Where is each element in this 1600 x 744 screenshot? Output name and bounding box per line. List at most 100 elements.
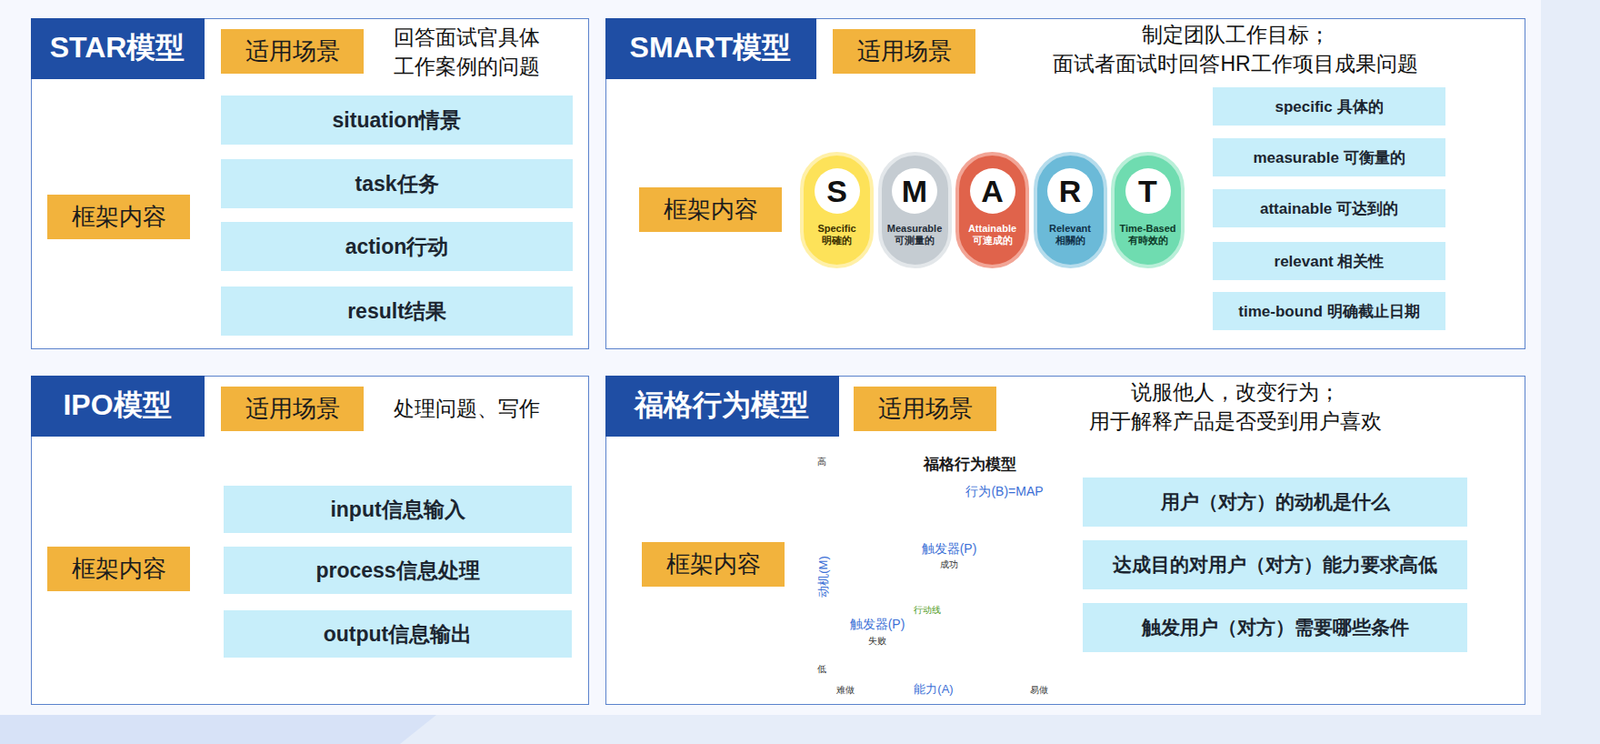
- tag-label: 适用场景: [245, 35, 340, 68]
- tag-box: 适用场景: [220, 386, 364, 431]
- item-text: result结果: [347, 297, 447, 326]
- tag-label: 适用场景: [857, 35, 952, 68]
- content-box: input信息输入: [223, 485, 572, 533]
- chart-label: 高: [817, 456, 827, 467]
- item-text: attainable 可达到的: [1260, 198, 1399, 220]
- item-text: process信息处理: [315, 556, 480, 585]
- tag-box: 框架内容: [641, 541, 785, 587]
- tag-box: 适用场景: [220, 29, 364, 74]
- content-box: situation情景: [220, 95, 573, 145]
- pill-letter: R: [1059, 173, 1082, 210]
- item-text: 触发用户（对方）需要哪些条件: [1141, 614, 1410, 640]
- pill-caption: Relevant: [1049, 222, 1091, 235]
- letter-pill: R Relevant相關的: [1033, 151, 1108, 269]
- content-box: time-bound 明确截止日期: [1212, 291, 1446, 330]
- tag-label: 框架内容: [666, 548, 761, 580]
- background-sheet: [0, 0, 1541, 715]
- item-text: relevant 相关性: [1274, 250, 1385, 272]
- tag-box: 框架内容: [47, 194, 190, 240]
- tag-label: 框架内容: [71, 200, 167, 233]
- item-text: 用户（对方）的动机是什么: [1160, 489, 1390, 515]
- model-panel: STAR模型 回答面试官具体工作案例的问题 适用场景框架内容 situation情景 t…: [30, 18, 590, 350]
- tag-box: 框架内容: [639, 187, 782, 232]
- item-text: output信息输出: [323, 620, 473, 649]
- panel-title: STAR模型: [30, 18, 205, 80]
- letter-pill: A Attainable可達成的: [955, 151, 1030, 269]
- content-box: 触发用户（对方）需要哪些条件: [1082, 602, 1468, 652]
- item-text: action行动: [345, 232, 450, 261]
- letter-pill: M Measurable可測量的: [878, 151, 952, 269]
- pill-caption: Specific: [817, 222, 856, 235]
- chart-label: 失败: [868, 635, 887, 646]
- chart-label: 触发器(P): [921, 541, 978, 556]
- tag-label: 适用场景: [245, 392, 340, 425]
- content-box: result结果: [220, 286, 573, 336]
- letter-circle: A: [970, 168, 1016, 214]
- letter-circle: T: [1125, 168, 1171, 214]
- letter-circle: S: [814, 168, 860, 214]
- scene-text: 说服他人，改变行为；: [1017, 378, 1454, 406]
- tag-label: 框架内容: [71, 552, 167, 585]
- pill-caption: 可達成的: [972, 234, 1013, 247]
- pill-caption: 明確的: [821, 234, 852, 247]
- content-box: specific 具体的: [1212, 87, 1446, 126]
- item-text: measurable 可衡量的: [1252, 147, 1405, 169]
- content-box: attainable 可达到的: [1212, 189, 1446, 228]
- chart-label: 难做: [836, 684, 855, 695]
- content-box: 达成目的对用户（对方）能力要求高低: [1082, 540, 1468, 590]
- content-box: output信息输出: [223, 610, 572, 658]
- panel-title: SMART模型: [605, 18, 817, 80]
- content-box: task任务: [220, 159, 573, 209]
- pill-caption: 可測量的: [894, 234, 935, 247]
- model-panel: IPO模型 处理问题、写作 适用场景框架内容 input信息输入 process信息处理…: [30, 375, 590, 705]
- item-text: task任务: [354, 170, 439, 199]
- scene-text: 处理问题、写作: [393, 394, 582, 422]
- content-box: relevant 相关性: [1212, 241, 1446, 280]
- chart-label: 成功: [940, 559, 959, 570]
- scene-text: 制定团队工作目标；: [1017, 20, 1454, 49]
- letter-pill: T Time-Based有時效的: [1110, 151, 1185, 269]
- panel-title: IPO模型: [30, 375, 205, 437]
- pill-letter: S: [826, 173, 848, 210]
- tag-label: 框架内容: [663, 193, 759, 226]
- pill-letter: T: [1138, 173, 1158, 210]
- background-band: [0, 714, 437, 744]
- content-box: action行动: [220, 221, 573, 271]
- item-text: 达成目的对用户（对方）能力要求高低: [1112, 551, 1438, 578]
- item-text: input信息输入: [330, 495, 465, 524]
- model-panel: 福格行为模型 说服他人，改变行为；用于解释产品是否受到用户喜欢 适用场景框架内容 用户…: [605, 375, 1526, 705]
- item-text: specific 具体的: [1274, 96, 1383, 118]
- content-box: 用户（对方）的动机是什么: [1082, 477, 1468, 527]
- pill-caption: Time-Based: [1119, 222, 1176, 235]
- chart-label: 触发器(P): [850, 617, 906, 631]
- tag-box: 框架内容: [47, 546, 190, 591]
- chart-label: 低: [817, 663, 827, 674]
- pill-caption: 有時效的: [1128, 234, 1169, 247]
- scene-text: 回答面试官具体工作案例的问题: [393, 22, 553, 81]
- panel-title: 福格行为模型: [605, 375, 840, 437]
- content-box: process信息处理: [223, 546, 572, 594]
- item-text: situation情景: [332, 106, 462, 135]
- chart-label: 福格行为模型: [923, 456, 1017, 474]
- pill-caption: Measurable: [887, 222, 943, 235]
- chart-label: 动机(M): [817, 555, 830, 598]
- letter-circle: R: [1047, 168, 1093, 214]
- pill-letter: A: [980, 173, 1004, 210]
- item-text: time-bound 明确截止日期: [1238, 300, 1420, 322]
- model-panel: SMART模型 制定团队工作目标；面试者面试时回答HR工作项目成果问题 适用场景框架…: [605, 18, 1526, 350]
- letter-pill: S Specific明確的: [800, 151, 874, 269]
- pill-caption: Attainable: [968, 222, 1017, 235]
- chart-label: 能力(A): [913, 682, 953, 696]
- pill-caption: 相關的: [1055, 234, 1086, 247]
- pill-letter: M: [901, 173, 928, 210]
- tag-label: 适用场景: [878, 392, 973, 425]
- scene-text: 用于解释产品是否受到用户喜欢: [1017, 407, 1454, 435]
- chart-label: 行动线: [913, 604, 941, 615]
- chart-label: 易做: [1030, 684, 1049, 695]
- letter-circle: M: [891, 168, 938, 214]
- content-box: measurable 可衡量的: [1212, 138, 1446, 177]
- tag-box: 适用场景: [832, 29, 976, 74]
- scene-text: 面试者面试时回答HR工作项目成果问题: [1017, 50, 1454, 78]
- tag-box: 适用场景: [853, 386, 997, 431]
